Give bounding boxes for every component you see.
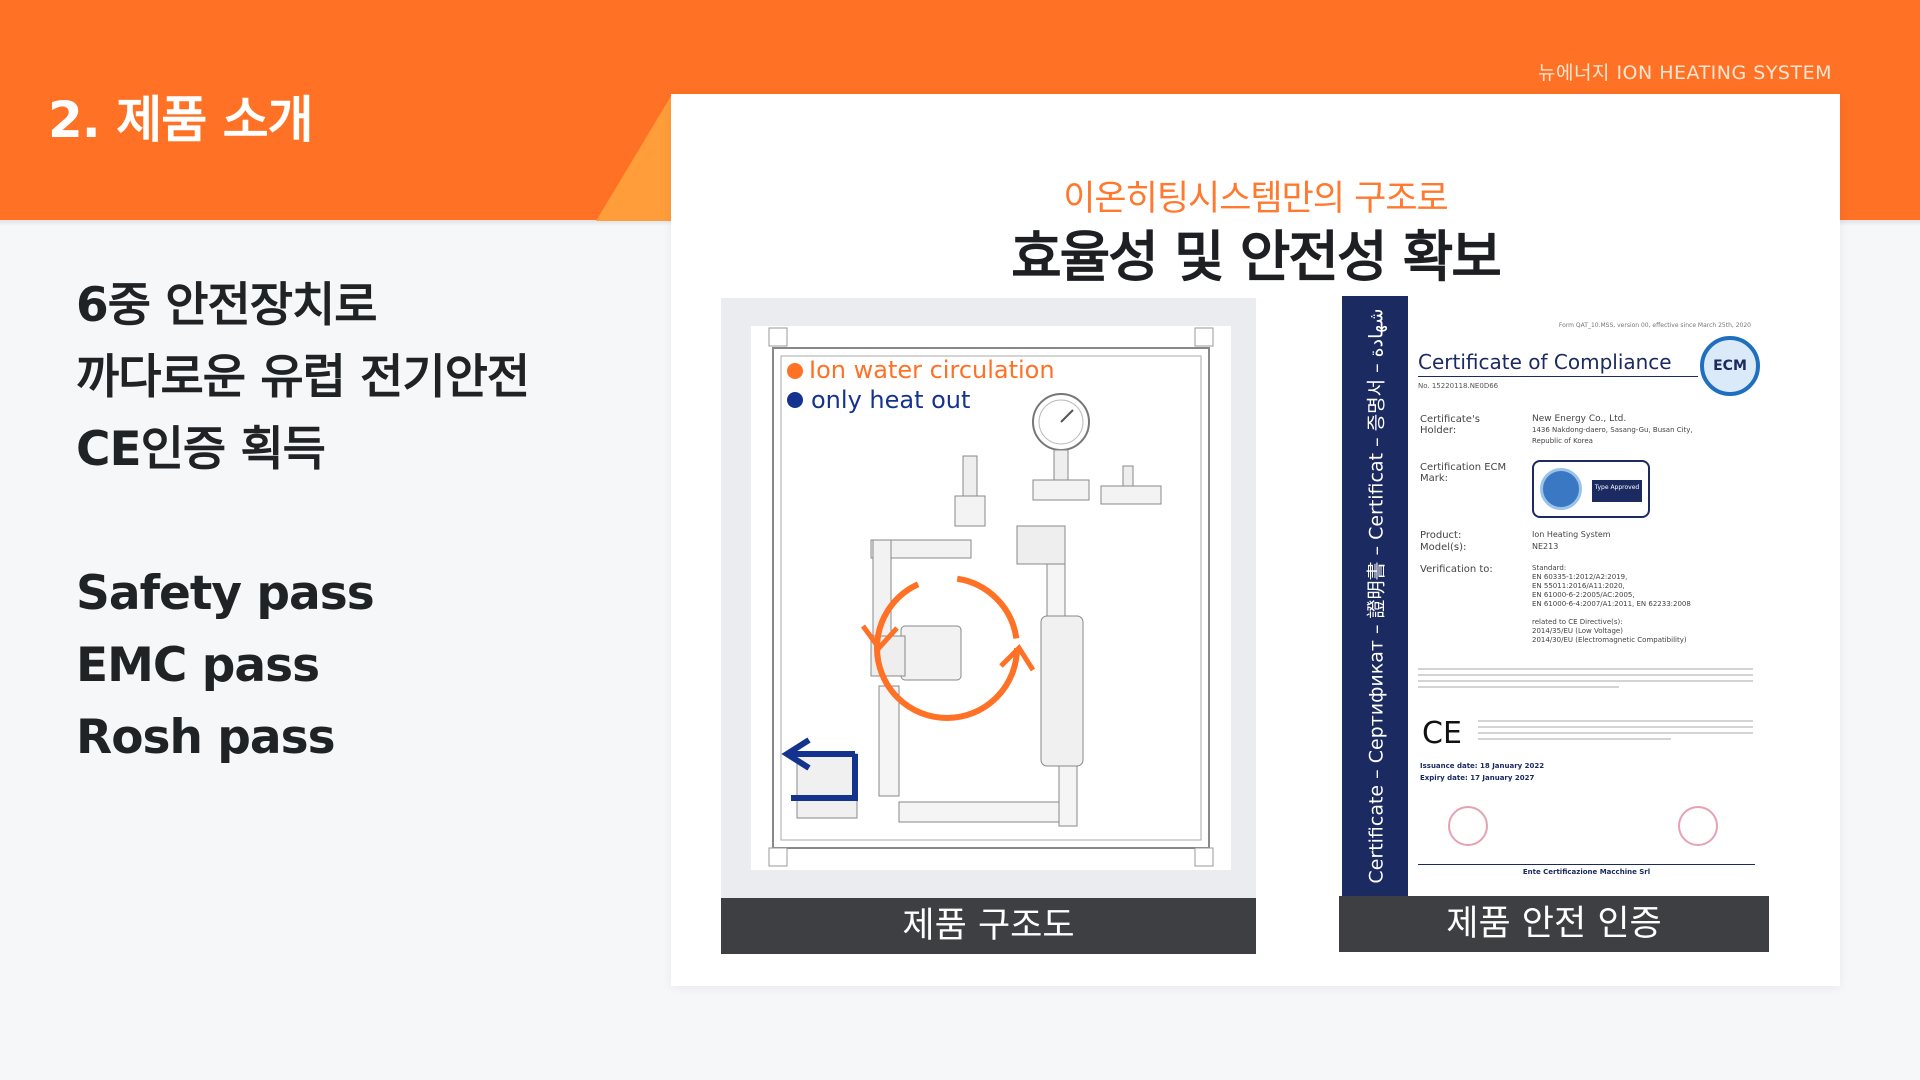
feature-line: CE인증 획득 <box>76 422 326 477</box>
cert-product-label: Product: <box>1420 530 1462 541</box>
feature-list: 6중 안전장치로 까다로운 유럽 전기안전 CE인증 획득 Safety pas… <box>76 270 530 774</box>
cert-model-label: Model(s): <box>1420 542 1467 553</box>
pipe-diagram-svg <box>768 327 1214 867</box>
cert-expiry: Expiry date: 17 January 2027 <box>1420 774 1535 782</box>
card-title: 효율성 및 안전성 확보 <box>1011 225 1502 289</box>
certificate-caption: 제품 안전 인증 <box>1339 896 1769 952</box>
badge-seal-icon <box>1540 468 1582 510</box>
legend-blue-label: only heat out <box>811 386 971 414</box>
reviewer-stamp <box>1448 806 1488 846</box>
cert-holder-label: Certificate's Holder: <box>1420 414 1480 436</box>
cert-verification-value: Standard: EN 60335-1:2012/A2:2019, EN 55… <box>1532 564 1691 644</box>
decorative-triangle <box>596 96 671 221</box>
cert-model-value: NE213 <box>1532 542 1559 551</box>
cert-mark-badge: Type Approved <box>1532 460 1650 518</box>
legend-orange-label: Ion water circulation <box>809 356 1055 384</box>
certificate-image: Certificate – Сертификат – 證明書 – Certifi… <box>1342 296 1765 896</box>
header-label: 뉴에너지 ION HEATING SYSTEM <box>1537 62 1832 84</box>
cert-verification-label: Verification to: <box>1420 564 1493 575</box>
cert-holder-value: New Energy Co., Ltd. 1436 Nakdong-daero,… <box>1532 414 1693 445</box>
feature-line: 6중 안전장치로 <box>76 278 378 333</box>
cert-number: No. 15220118.NE0D66 <box>1418 382 1499 390</box>
cert-footer-rule <box>1418 864 1755 865</box>
content-card: 이온히팅시스템만의 구조로 효율성 및 안전성 확보 <box>671 94 1840 986</box>
structure-caption: 제품 구조도 <box>721 898 1256 954</box>
cert-ce-lines <box>1478 720 1753 740</box>
cert-issuance: Issuance date: 18 January 2022 <box>1420 762 1545 770</box>
approver-stamp <box>1678 806 1718 846</box>
certificate-strip: Certificate – Сертификат – 證明書 – Certifi… <box>1342 296 1408 896</box>
certificate-strip-text: Certificate – Сертификат – 證明書 – Certifi… <box>1365 308 1388 884</box>
cert-form-ref: Form QAT_10.MSS, version 00, effective s… <box>1558 322 1751 329</box>
card-subtitle: 이온히팅시스템만의 구조로 <box>1063 179 1449 219</box>
cert-title-rule <box>1418 376 1698 377</box>
feature-line: 까다로운 유럽 전기안전 <box>76 350 530 405</box>
cert-title: Certificate of Compliance <box>1418 350 1672 374</box>
section-title: 2. 제품 소개 <box>48 91 314 149</box>
pass-line: EMC pass <box>76 638 320 693</box>
cert-footer-org: Ente Certificazione Macchine Srl <box>1522 868 1651 876</box>
ce-mark: CE <box>1422 716 1462 751</box>
diagram-canvas: Ion water circulation only heat out <box>751 326 1231 870</box>
ecm-seal: ECM <box>1700 336 1760 396</box>
badge-type-approved: Type Approved <box>1592 480 1642 502</box>
pass-line: Rosh pass <box>76 710 336 765</box>
structure-diagram-image: Ion water circulation only heat out <box>721 298 1256 898</box>
cert-remark-lines <box>1418 668 1753 688</box>
cert-mark-label: Certification ECM Mark: <box>1420 462 1507 484</box>
cert-product-value: Ion Heating System <box>1532 530 1611 539</box>
pass-line: Safety pass <box>76 566 375 621</box>
